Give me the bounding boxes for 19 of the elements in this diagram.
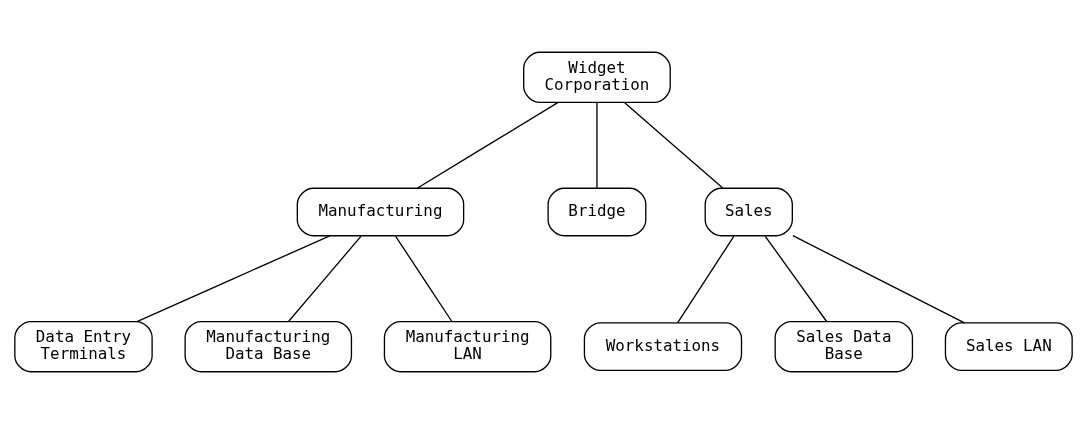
- node-box: Bridge: [547, 187, 647, 236]
- connector: [623, 101, 724, 188]
- connector: [395, 235, 453, 322]
- node-box: Sales: [704, 187, 793, 236]
- node-box: Data Entry Terminals: [14, 320, 153, 372]
- node-box: Sales Data Base: [774, 320, 914, 372]
- node-box: Manufacturing: [296, 187, 465, 236]
- node-box: Widget Corporation: [523, 51, 671, 103]
- node-box: Manufacturing LAN: [383, 320, 552, 372]
- connector: [677, 235, 735, 323]
- connector: [288, 235, 362, 322]
- node-box: Sales LAN: [944, 321, 1073, 371]
- node-box: Manufacturing Data Base: [184, 320, 353, 372]
- connector: [764, 235, 828, 322]
- connector: [136, 234, 331, 322]
- connector: [596, 101, 598, 189]
- node-box: Workstations: [583, 321, 743, 371]
- connector: [416, 101, 559, 189]
- connector: [792, 234, 966, 323]
